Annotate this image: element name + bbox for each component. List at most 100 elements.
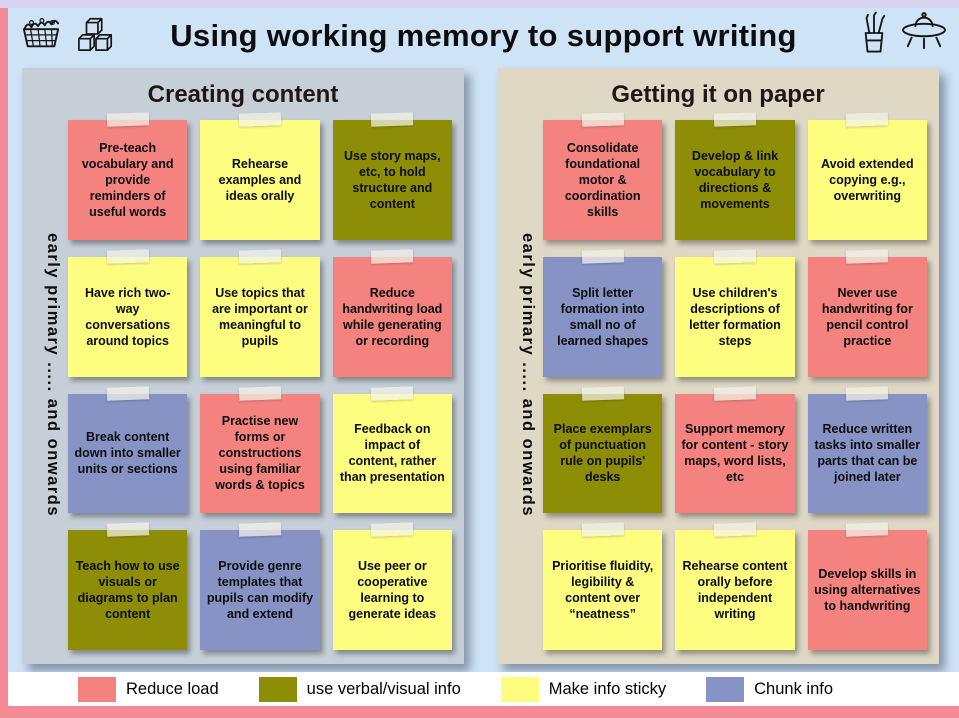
sticky-note-yellow: Rehearse examples and ideas orally <box>200 112 320 240</box>
tape-icon <box>846 249 889 264</box>
tape-icon <box>581 249 624 264</box>
tape-icon <box>846 112 889 127</box>
side-label: early primary ..... and onwards <box>44 232 62 517</box>
top-border <box>0 0 959 8</box>
panel-title: Getting it on paper <box>611 81 825 108</box>
sticky-note-yellow: Use peer or cooperative learning to gene… <box>332 522 452 650</box>
tape-icon <box>106 249 149 264</box>
tape-icon <box>371 249 414 264</box>
header-icons-left <box>18 12 116 52</box>
sticky-note-olive: Use story maps, etc, to hold structure a… <box>332 112 452 240</box>
sticky-note-text: Never use handwriting for pencil control… <box>821 285 913 348</box>
sticky-note-blue: Break content down into smaller units or… <box>68 385 188 514</box>
sticky-note-text: Break content down into smaller units or… <box>74 430 181 477</box>
sticky-note-yellow: Avoid extended copying e.g., overwriting <box>807 112 927 240</box>
sticky-note-pink: Support memory for content - story maps,… <box>675 385 795 514</box>
page-title: Using working memory to support writing <box>170 18 797 53</box>
tape-icon <box>713 522 757 537</box>
legend-swatch-blue <box>706 676 745 702</box>
sticky-note-blue: Provide genre templates that pupils can … <box>200 522 320 650</box>
legend-label: Chunk info <box>754 679 834 698</box>
sticky-note-pink: Pre-teach vocabulary and provide reminde… <box>68 112 188 240</box>
tape-icon <box>238 385 282 401</box>
sticky-note-text: Rehearse content orally before independe… <box>682 559 788 622</box>
cubes-icon <box>76 14 116 52</box>
tape-icon <box>713 385 757 401</box>
sticky-note-pink: Never use handwriting for pencil control… <box>807 249 927 377</box>
tape-icon <box>713 112 757 127</box>
tape-icon <box>106 112 149 127</box>
legend-swatch-olive <box>258 676 297 702</box>
sticky-note-text: Reduce written tasks into smaller parts … <box>814 422 921 485</box>
panel-title: Creating content <box>147 81 339 108</box>
header: Using working memory to support writing <box>8 8 959 66</box>
sticky-note-text: Use topics that are important or meaning… <box>212 285 308 348</box>
tape-icon <box>846 522 889 537</box>
side-label: early primary ..... and onwards <box>519 232 537 517</box>
tape-icon <box>238 112 282 127</box>
sticky-note-olive: Teach how to use visuals or diagrams to … <box>68 522 188 650</box>
legend-label: use verbal/visual info <box>306 679 461 698</box>
sticky-note-text: Develop & link vocabulary to directions … <box>691 148 779 211</box>
sticky-note-text: Develop skills in using alternatives to … <box>814 567 921 614</box>
sticky-note-text: Practise new forms or constructions usin… <box>215 414 305 493</box>
sticky-note-text: Place exemplars of punctuation rule on p… <box>553 422 652 485</box>
sticky-note-text: Pre-teach vocabulary and provide reminde… <box>81 140 174 219</box>
tape-icon <box>846 385 889 401</box>
sticky-note-text: Avoid extended copying e.g., overwriting <box>821 156 914 203</box>
panel-getting-it-on-paper: Getting it on paper early primary ..... … <box>497 68 939 664</box>
sticky-note-text: Provide genre templates that pupils can … <box>206 559 314 622</box>
sticky-note-pink: Develop skills in using alternatives to … <box>807 522 927 650</box>
sticky-note-yellow: Have rich two-way conversations around t… <box>68 249 188 377</box>
tape-icon <box>371 522 414 537</box>
sticky-note-olive: Develop & link vocabulary to directions … <box>675 112 795 240</box>
left-border <box>0 0 8 718</box>
legend-label: Reduce load <box>126 679 219 698</box>
pencil-cup-icon <box>861 10 887 56</box>
sticky-note-text: Reduce handwriting load while generating… <box>342 285 443 348</box>
sticky-note-text: Support memory for content - story maps,… <box>681 422 789 485</box>
tape-icon <box>581 385 624 401</box>
sticky-note-pink: Consolidate foundational motor & coordin… <box>543 112 663 240</box>
sticky-note-yellow: Prioritise fluidity, legibility & conten… <box>543 522 663 650</box>
sticky-note-blue: Reduce written tasks into smaller parts … <box>807 385 927 514</box>
notes-grid: Pre-teach vocabulary and provide reminde… <box>68 112 452 650</box>
tape-icon <box>371 112 414 127</box>
sticky-note-pink: Practise new forms or constructions usin… <box>200 385 320 514</box>
legend-swatch-pink <box>78 676 116 702</box>
sticky-note-text: Rehearse examples and ideas orally <box>218 156 302 203</box>
cake-basket-icon <box>18 12 64 52</box>
tape-icon <box>106 385 149 401</box>
sticky-note-text: Prioritise fluidity, legibility & conten… <box>552 559 654 622</box>
panel-creating-content: Creating content early primary ..... and… <box>22 68 464 664</box>
sticky-note-text: Use story maps, etc, to hold structure a… <box>344 148 441 211</box>
tape-icon <box>238 522 282 537</box>
legend-item: use verbal/visual info <box>258 676 461 702</box>
legend-swatch-yellow <box>500 676 539 702</box>
sticky-note-pink: Reduce handwriting load while generating… <box>332 249 452 377</box>
legend-item: Chunk info <box>706 676 834 702</box>
tape-icon <box>581 522 624 537</box>
sticky-note-text: Split letter formation into small no of … <box>557 285 649 348</box>
sticky-note-yellow: Feedback on impact of content, rather th… <box>332 385 452 514</box>
tape-icon <box>713 249 757 264</box>
sticky-note-text: Teach how to use visuals or diagrams to … <box>75 559 180 622</box>
tape-icon <box>106 522 149 537</box>
sticky-note-yellow: Use children's descriptions of letter fo… <box>675 249 795 377</box>
legend-label: Make info sticky <box>548 679 667 698</box>
legend-item: Reduce load <box>78 676 219 702</box>
tape-icon <box>238 249 282 264</box>
sticky-note-text: Consolidate foundational motor & coordin… <box>564 140 641 219</box>
sticky-note-text: Use children's descriptions of letter fo… <box>689 285 781 348</box>
sticky-note-text: Have rich two-way conversations around t… <box>84 285 171 348</box>
legend-item: Make info sticky <box>500 676 667 702</box>
ufo-icon <box>897 10 951 52</box>
header-icons-right <box>861 10 951 56</box>
sticky-note-text: Use peer or cooperative learning to gene… <box>348 559 437 622</box>
sticky-note-yellow: Rehearse content orally before independe… <box>675 522 795 650</box>
sticky-note-blue: Split letter formation into small no of … <box>543 249 663 377</box>
notes-grid: Consolidate foundational motor & coordin… <box>543 112 927 650</box>
sticky-note-text: Feedback on impact of content, rather th… <box>339 422 445 485</box>
sticky-note-olive: Place exemplars of punctuation rule on p… <box>543 385 663 514</box>
